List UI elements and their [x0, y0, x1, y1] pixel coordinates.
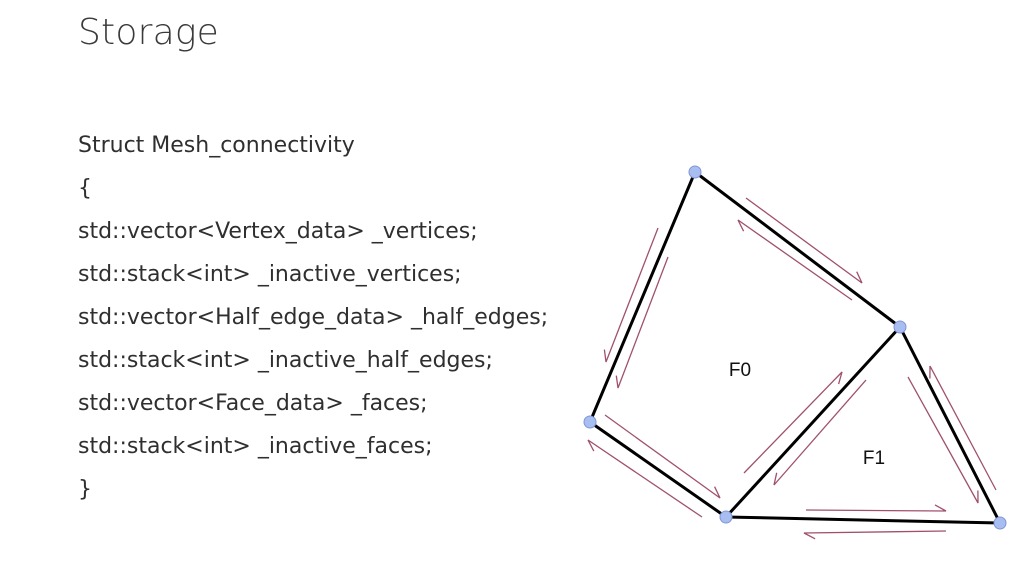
mesh-edges	[588, 170, 1002, 525]
half-edge-arrow	[604, 414, 721, 499]
code-line: std::vector<Vertex_data> _vertices;	[78, 219, 478, 244]
mesh-edge	[588, 170, 697, 424]
half-edge-arrow	[773, 379, 867, 486]
half-edge-arrow	[615, 256, 669, 389]
half-edge-arrow	[737, 219, 853, 301]
half-edge-diagram-svg: F0 F1	[583, 165, 1007, 540]
face-label-f1: F1	[863, 448, 885, 469]
mesh-vertex	[893, 320, 907, 334]
mesh-edge	[724, 325, 902, 519]
face-label-f0: F0	[729, 360, 751, 381]
mesh-edge	[588, 420, 728, 519]
half-edge-diagram: F0 F1	[560, 150, 1020, 550]
half-edges	[587, 197, 997, 540]
mesh-edge	[693, 170, 902, 329]
slide-title: Storage	[78, 12, 220, 53]
half-edge-arrow	[603, 227, 659, 363]
half-edge-arrow	[805, 504, 947, 512]
half-edge-arrow	[745, 197, 863, 284]
half-edge-arrow	[803, 530, 947, 540]
mesh-vertex	[688, 165, 702, 179]
code-line: std::stack<int> _inactive_faces;	[78, 434, 433, 459]
mesh-vertex	[583, 415, 597, 429]
half-edge-arrow	[907, 376, 979, 504]
code-line: std::stack<int> _inactive_vertices;	[78, 262, 462, 287]
half-edge-arrow	[929, 365, 997, 491]
code-line: {	[78, 176, 92, 201]
code-block: Struct Mesh_connectivity { std::vector<V…	[78, 124, 598, 511]
half-edge-arrow	[743, 371, 843, 474]
half-edge-arrow	[587, 439, 703, 518]
code-line: std::vector<Half_edge_data> _half_edges;	[78, 305, 549, 330]
mesh-vertices	[583, 165, 1007, 530]
mesh-edge	[898, 325, 1002, 525]
code-line: std::vector<Face_data> _faces;	[78, 391, 428, 416]
mesh-vertex	[719, 510, 733, 524]
code-line: Struct Mesh_connectivity	[78, 133, 355, 158]
mesh-edge	[724, 515, 1002, 525]
mesh-vertex	[993, 516, 1007, 530]
code-line: std::stack<int> _inactive_half_edges;	[78, 348, 493, 373]
code-line: }	[78, 477, 92, 502]
